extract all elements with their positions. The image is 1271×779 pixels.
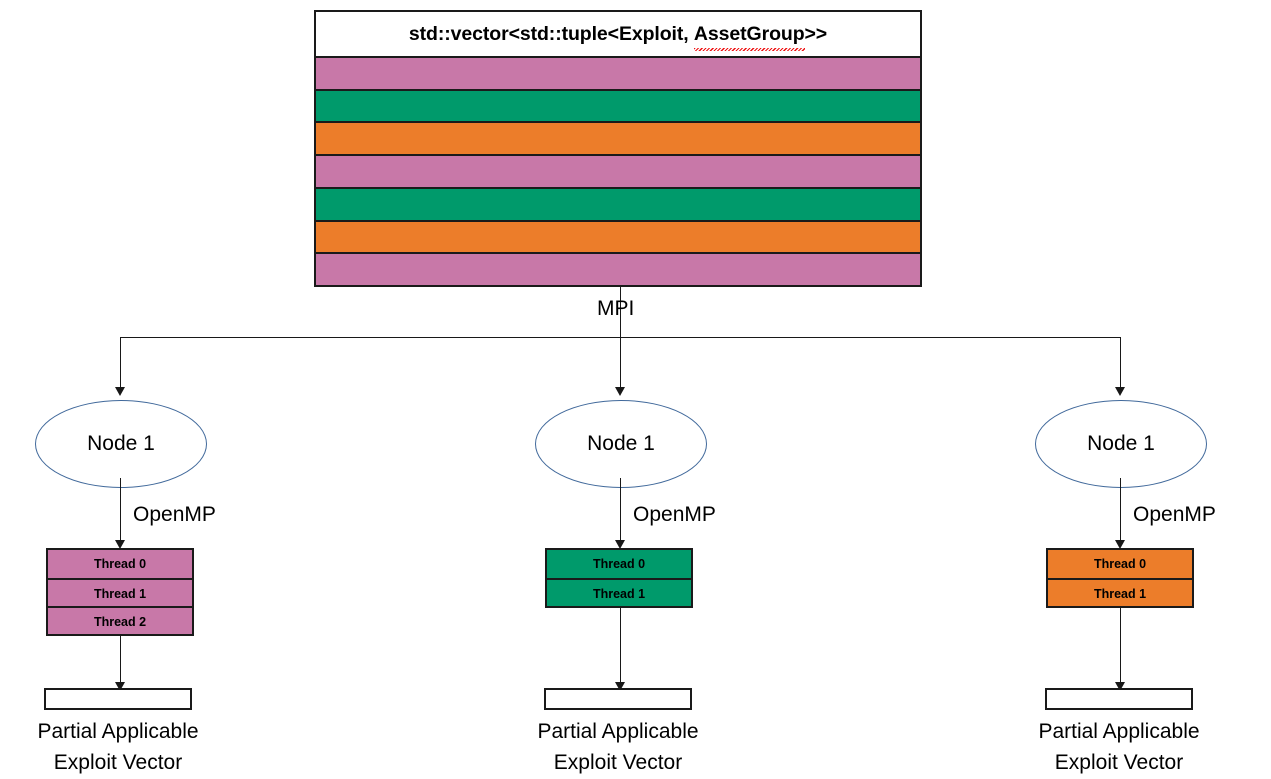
node-label: Node 1 <box>1087 432 1155 455</box>
openmp-arrow-middle <box>615 540 625 549</box>
thread-cell[interactable]: Thread 2 <box>48 606 192 634</box>
mpi-stem-line <box>620 287 621 337</box>
thread-stack-middle: Thread 0 Thread 1 <box>545 548 693 608</box>
mpi-label: MPI <box>597 297 635 320</box>
vector-row <box>316 219 920 253</box>
openmp-label-right: OpenMP <box>1133 503 1216 526</box>
result-caption-line2: Exploit Vector <box>53 751 183 774</box>
vector-title-suffix: >> <box>804 23 828 45</box>
node-label: Node 1 <box>587 432 655 455</box>
node-label: Node 1 <box>87 432 155 455</box>
openmp-line-left <box>120 478 121 543</box>
vector-title-flagged-word: AssetGroup <box>693 12 805 56</box>
result-arrow-right <box>1115 682 1125 691</box>
mpi-branch-line-right <box>1120 337 1121 389</box>
mpi-branch-line-left <box>120 337 121 389</box>
result-line-middle <box>620 606 621 688</box>
thread-stack-left: Thread 0 Thread 1 Thread 2 <box>46 548 194 636</box>
openmp-label-left: OpenMP <box>133 503 216 526</box>
result-caption-line1: Partial Applicable <box>37 720 199 743</box>
result-arrow-left <box>115 682 125 691</box>
result-caption-line1: Partial Applicable <box>1038 720 1200 743</box>
result-caption-line2: Exploit Vector <box>1054 751 1184 774</box>
result-box-left <box>44 688 192 710</box>
result-line-left <box>120 636 121 688</box>
vector-row <box>316 121 920 155</box>
mpi-branch-arrow-left <box>115 387 125 396</box>
vector-row <box>316 186 920 220</box>
result-caption-middle: Partial Applicable Exploit Vector <box>498 716 738 778</box>
result-line-right <box>1120 606 1121 688</box>
thread-cell[interactable]: Thread 1 <box>547 578 691 606</box>
result-caption-left: Partial Applicable Exploit Vector <box>0 716 238 778</box>
node-ellipse-right[interactable]: Node 1 <box>1035 400 1207 488</box>
vector-row <box>316 154 920 187</box>
result-caption-right: Partial Applicable Exploit Vector <box>999 716 1239 778</box>
mpi-branch-arrow-middle <box>615 387 625 396</box>
result-arrow-middle <box>615 682 625 691</box>
mpi-branch-line-middle <box>620 337 621 389</box>
result-caption-line2: Exploit Vector <box>553 751 683 774</box>
node-ellipse-left[interactable]: Node 1 <box>35 400 207 488</box>
mpi-branch-arrow-right <box>1115 387 1125 396</box>
thread-cell[interactable]: Thread 1 <box>48 578 192 606</box>
openmp-arrow-left <box>115 540 125 549</box>
result-box-middle <box>544 688 692 710</box>
vector-row <box>316 252 920 285</box>
vector-type-title: std::vector<std::tuple<Exploit, AssetGro… <box>316 12 920 56</box>
result-caption-line1: Partial Applicable <box>537 720 699 743</box>
thread-cell[interactable]: Thread 0 <box>547 550 691 578</box>
openmp-line-right <box>1120 478 1121 543</box>
result-box-right <box>1045 688 1193 710</box>
vector-row-list <box>316 56 920 285</box>
node-ellipse-middle[interactable]: Node 1 <box>535 400 707 488</box>
thread-cell[interactable]: Thread 1 <box>1048 578 1192 606</box>
thread-cell[interactable]: Thread 0 <box>48 550 192 578</box>
openmp-arrow-right <box>1115 540 1125 549</box>
thread-cell[interactable]: Thread 0 <box>1048 550 1192 578</box>
thread-stack-right: Thread 0 Thread 1 <box>1046 548 1194 608</box>
vector-row <box>316 56 920 89</box>
openmp-line-middle <box>620 478 621 543</box>
vector-title-prefix: std::vector<std::tuple<Exploit, <box>408 23 694 45</box>
exploit-vector-container: std::vector<std::tuple<Exploit, AssetGro… <box>314 10 922 287</box>
openmp-label-middle: OpenMP <box>633 503 716 526</box>
vector-row <box>316 88 920 122</box>
